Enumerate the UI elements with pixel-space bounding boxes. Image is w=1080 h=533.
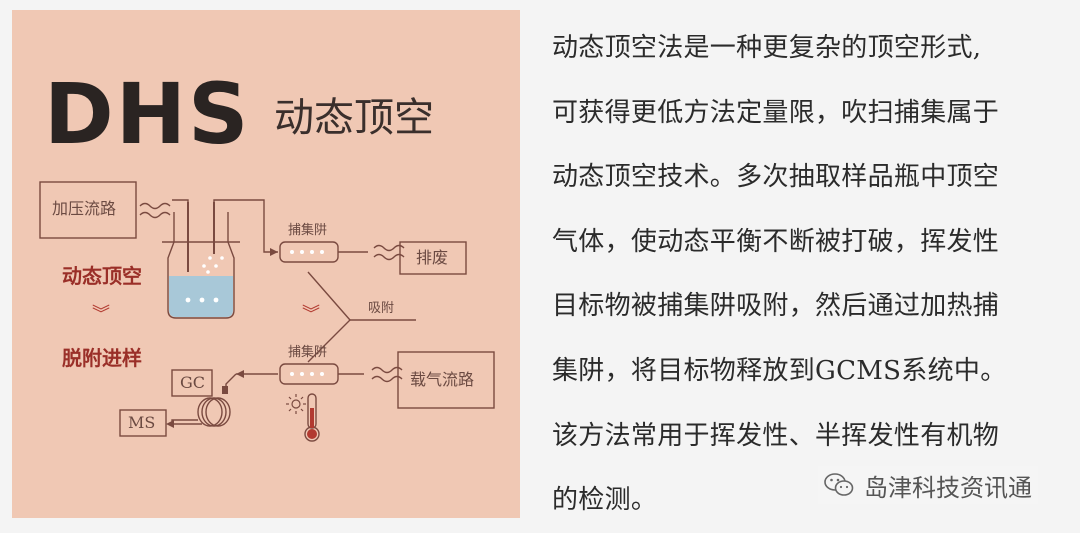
- wave-connector: [139, 211, 171, 219]
- chevron-down-icon: ︾: [92, 304, 110, 325]
- trap-bottom-tube: [279, 363, 339, 385]
- wechat-icon: [824, 473, 854, 496]
- diagram-subtitle: 动态顶空: [274, 95, 434, 141]
- exhaust-box: [399, 241, 467, 275]
- description-line: 的检测。: [552, 485, 658, 516]
- description-text: 动态顶空法是一种更复杂的顶空形式, 可获得更低方法定量限，吹扫捕集属于 动态顶空…: [552, 16, 1052, 533]
- description-line: 集阱，将目标物释放到GCMS系统中。: [552, 355, 1007, 386]
- inlet-tube: [172, 199, 189, 206]
- vial-bubbles: [185, 256, 224, 303]
- carrier-line-box: [397, 351, 495, 409]
- heat-sun-icon: [286, 394, 306, 414]
- dhs-flow-diagram: [39, 181, 495, 442]
- exhaust-label: 排废: [416, 248, 449, 267]
- vial-liquid: [169, 276, 233, 317]
- pressure-line-label: 加压流路: [52, 199, 117, 218]
- adsorb-label: 吸附: [368, 301, 395, 316]
- wave-connector: [139, 202, 171, 210]
- gc-box: [171, 369, 213, 397]
- ms-label: MS: [128, 413, 156, 432]
- trap-top-tube: [279, 241, 339, 263]
- trap-top-label: 捕集阱: [288, 223, 328, 238]
- description-line: 气体，使动态平衡不断被打破，挥发性: [552, 226, 1000, 257]
- diagram-panel: DHS 动态顶空 加压流路 捕集阱 排废 吸附 捕集阱 载气流路 动态顶空 ︾ …: [12, 10, 520, 518]
- thermometer-mercury-bulb: [307, 429, 317, 439]
- column-coil: [201, 397, 227, 427]
- gc-label: GC: [180, 373, 206, 392]
- watermark-text: 岛津科技资讯通: [864, 473, 1032, 502]
- column-fitting: [222, 386, 228, 394]
- trap-bottom-label: 捕集阱: [288, 345, 328, 360]
- description-line: 动态顶空法是一种更复杂的顶空形式,: [552, 33, 982, 63]
- description-line: 动态顶空技术。多次抽取样品瓶中顶空: [552, 162, 1000, 193]
- wave-connector: [373, 253, 405, 261]
- trap-bottom-sorbent: [290, 372, 324, 376]
- trap-top-sorbent: [290, 250, 324, 254]
- column-coil: [197, 397, 223, 427]
- diagram-title: DHS: [44, 65, 251, 163]
- ms-box: [119, 409, 167, 437]
- wave-connector: [373, 244, 405, 252]
- chevron-down-icon: ︾: [302, 304, 320, 325]
- description-line: 可获得更低方法定量限，吹扫捕集属于: [552, 97, 1000, 128]
- wave-connector: [371, 375, 403, 383]
- step-dynamic-headspace: 动态顶空: [62, 264, 142, 288]
- column-coil: [205, 397, 231, 427]
- sample-vial: [167, 212, 235, 319]
- outlet-tube: [213, 199, 278, 253]
- wave-connector: [371, 366, 403, 374]
- carrier-line-label: 载气流路: [410, 370, 475, 389]
- flow-arrowheads: [166, 248, 278, 428]
- description-line: 目标物被捕集阱吸附，然后通过加热捕: [552, 291, 1000, 322]
- step-desorption-injection: 脱附进样: [62, 346, 142, 370]
- watermark: 岛津科技资讯通: [818, 466, 1038, 504]
- description-line: 该方法常用于挥发性、半挥发性有机物: [552, 420, 1000, 451]
- pressure-line-box: [39, 181, 137, 239]
- thermometer-mercury: [310, 408, 314, 428]
